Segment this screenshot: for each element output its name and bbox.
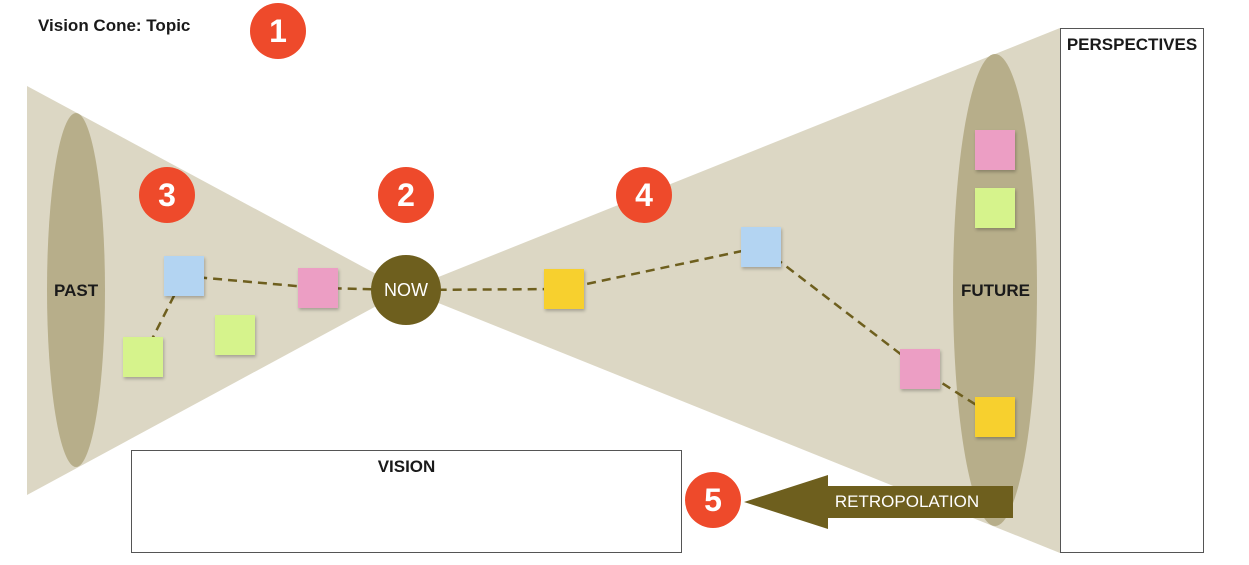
step-2-badge: 2 — [378, 167, 434, 223]
future-cone — [406, 28, 1060, 553]
sticky-note-blue — [741, 227, 781, 267]
past-ellipse — [47, 113, 105, 467]
step-4-badge: 4 — [616, 167, 672, 223]
vision-title: VISION — [377, 457, 436, 476]
now-node: NOW — [371, 255, 441, 325]
sticky-note-blue — [164, 256, 204, 296]
past-cone — [27, 86, 406, 495]
step-1-badge: 1 — [250, 3, 306, 59]
step-5-badge-retropolation: 5 — [685, 472, 741, 528]
sticky-note-green — [975, 188, 1015, 228]
retropolation-arrow — [744, 475, 1013, 529]
sticky-note-green — [123, 337, 163, 377]
perspectives-box: PERSPECTIVES — [1060, 28, 1204, 553]
sticky-note-yellow — [975, 397, 1015, 437]
past-label: PAST — [54, 281, 99, 300]
sticky-note-green — [215, 315, 255, 355]
future-label: FUTURE — [961, 281, 1030, 300]
future-ellipse — [953, 54, 1037, 526]
sticky-note-yellow — [544, 269, 584, 309]
perspectives-title: PERSPECTIVES — [1066, 35, 1198, 54]
vision-box: VISION — [131, 450, 682, 553]
timeline-dashed-path — [141, 245, 996, 419]
step-3-badge: 3 — [139, 167, 195, 223]
sticky-note-pink — [900, 349, 940, 389]
sticky-note-pink — [298, 268, 338, 308]
retropolation-label: RETROPOLATION — [834, 492, 980, 511]
page-title: Vision Cone: Topic — [38, 16, 191, 35]
sticky-note-pink — [975, 130, 1015, 170]
